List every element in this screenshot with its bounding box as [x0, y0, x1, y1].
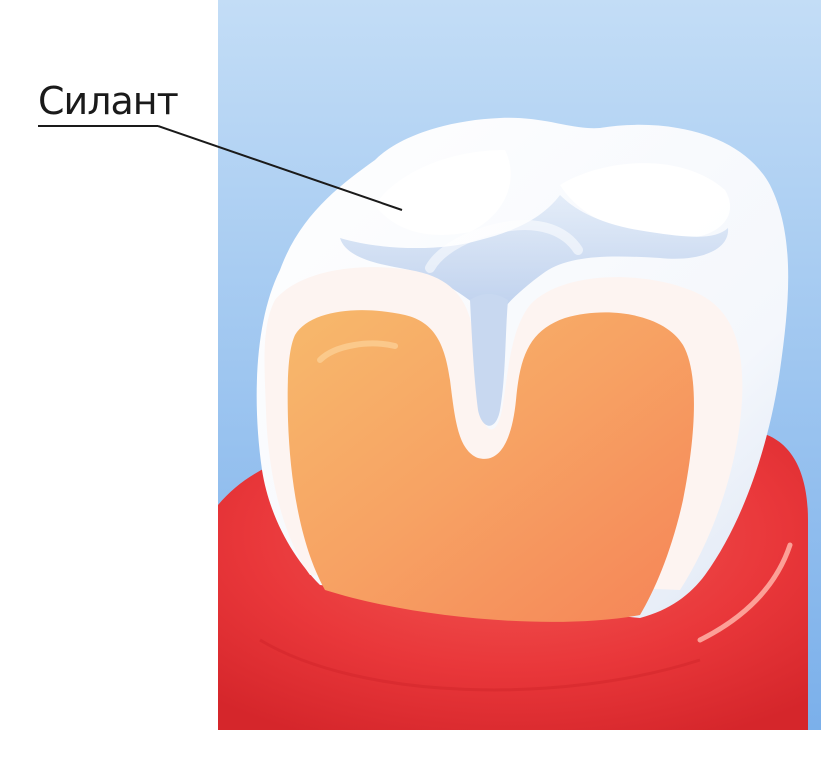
panel-bottom-margin	[218, 730, 821, 758]
sealant-label: Силант	[38, 82, 178, 120]
